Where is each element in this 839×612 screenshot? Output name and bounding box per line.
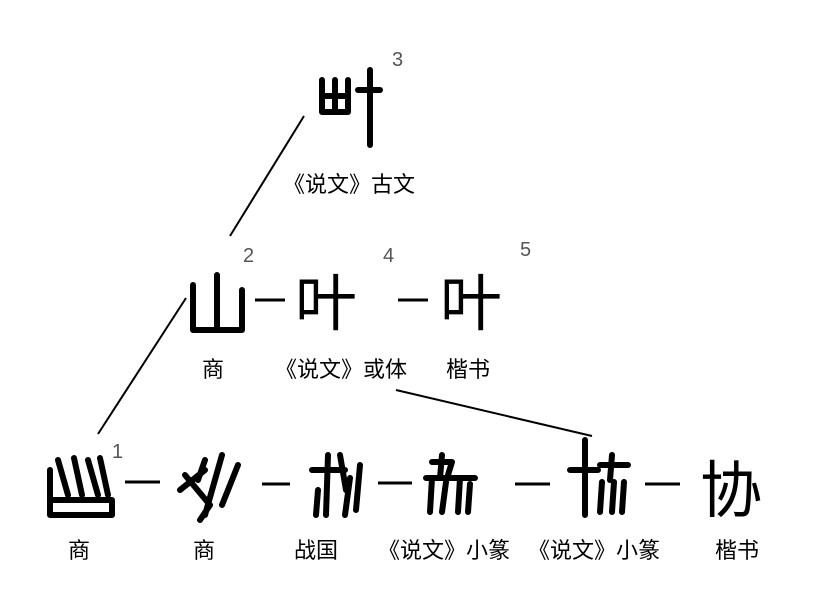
- glyph-variant: 叶: [295, 267, 357, 340]
- number-4: 4: [383, 245, 394, 267]
- label-xiaozhuan-1: 《说文》小篆: [378, 539, 510, 564]
- label-zhanguo: 战国: [294, 539, 338, 564]
- connector-top-to-middle: [229, 115, 305, 237]
- label-shang-1: 商: [68, 539, 90, 564]
- number-3: 3: [392, 49, 403, 71]
- number-1: 1: [112, 441, 123, 463]
- label-guwen: 《说文》古文: [283, 173, 415, 198]
- glyph-kaishu-ye: 叶: [440, 267, 502, 340]
- label-xiaozhuan-2: 《说文》小篆: [528, 539, 660, 564]
- connector-variant-to-seal: [395, 389, 593, 437]
- label-kaishu-bottom: 楷书: [715, 539, 759, 564]
- label-huoti: 《说文》或体: [275, 358, 407, 383]
- number-2: 2: [243, 245, 254, 267]
- glyph-xiaozhuan-1: [423, 452, 478, 515]
- connector-middle-to-bottom: [97, 297, 187, 435]
- glyph-kaishu-xie: 协: [700, 454, 762, 527]
- label-shang: 商: [202, 358, 224, 383]
- number-5: 5: [520, 239, 531, 261]
- glyph-shang-2: [177, 452, 241, 523]
- glyph-xiaozhuan-2: [567, 437, 631, 518]
- glyph-shang-1: [47, 455, 115, 518]
- label-kaishu: 楷书: [446, 358, 490, 383]
- glyph-shang-middle: [190, 272, 245, 333]
- glyph-zhanguo: [309, 452, 363, 518]
- glyph-guwen: [319, 67, 383, 148]
- label-shang-2: 商: [193, 539, 215, 564]
